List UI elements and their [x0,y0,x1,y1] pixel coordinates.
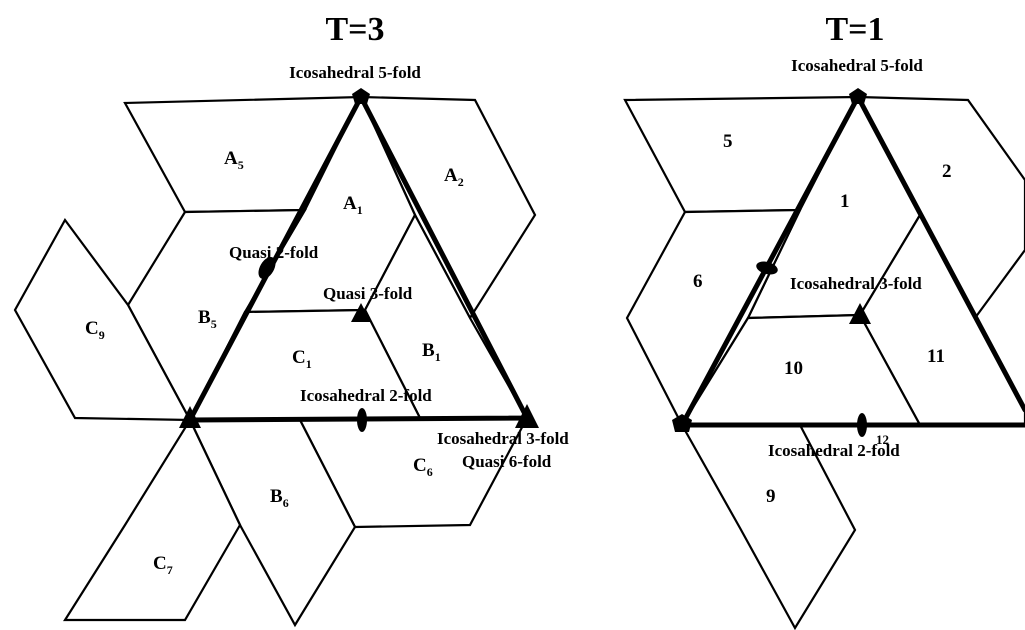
subunit-c9 [13,217,192,422]
t3-title: T=3 [325,11,384,48]
label-5: 5 [723,131,733,152]
label-9: 9 [766,486,776,507]
label-c7: C7 [153,553,173,577]
t1-3fold-triangle-icon [849,303,871,324]
panel-t3: T=3 Icosahedral 5-fold Quasi 2-fold Quas… [13,11,569,628]
label-c1: C1 [292,347,312,371]
label-1: 1 [840,191,850,212]
t1-ann-ico5: Icosahedral 5-fold [791,56,923,75]
label-a5: A5 [224,148,244,172]
t3-ann-ico2: Icosahedral 2-fold [300,386,432,405]
t3-ann-ico5: Icosahedral 5-fold [289,63,421,82]
quasi-2fold-ellipse-icon [258,257,276,279]
t3-ann-quasi6: Quasi 6-fold [462,452,552,471]
t3-ann-quasi3: Quasi 3-fold [323,284,413,303]
label-a1: A1 [343,193,363,217]
t1-title: T=1 [825,11,884,48]
subunit-c7 [63,417,242,622]
label-b6: B6 [270,486,289,510]
label-10: 10 [784,358,803,379]
t1-2fold-ellipse-icon [756,261,778,275]
quasi-6fold-hexagon-icon [179,406,201,428]
label-c6: C6 [413,455,433,479]
label-c9: C9 [85,318,105,342]
label-11: 11 [927,346,945,367]
t1-ico2-ellipse-icon [857,413,867,437]
panel-t1: T=1 Icosahedral 5-fold Icosahedral 3-fol… [623,11,1025,630]
label-12: 12 [876,432,889,447]
t1-pentagon-left-icon [672,414,692,432]
label-a2: A2 [444,165,464,189]
t3-ann-ico3: Icosahedral 3-fold [437,429,569,448]
icosahedral-2fold-ellipse-icon [357,408,367,432]
t1-ann-ico3: Icosahedral 3-fold [790,274,922,293]
t1-pentagon-top-icon [849,88,867,104]
t3-ann-quasi2: Quasi 2-fold [229,243,319,262]
quasi-3fold-triangle-icon [351,303,371,322]
label-b1: B1 [422,340,441,364]
t1-ann-ico2: Icosahedral 2-fold [768,441,900,460]
label-b5: B5 [198,307,217,331]
label-2: 2 [942,161,952,182]
label-6: 6 [693,271,703,292]
icosahedral-3fold-triangle-icon [515,404,539,428]
pentagon-marker-icon [352,88,370,104]
